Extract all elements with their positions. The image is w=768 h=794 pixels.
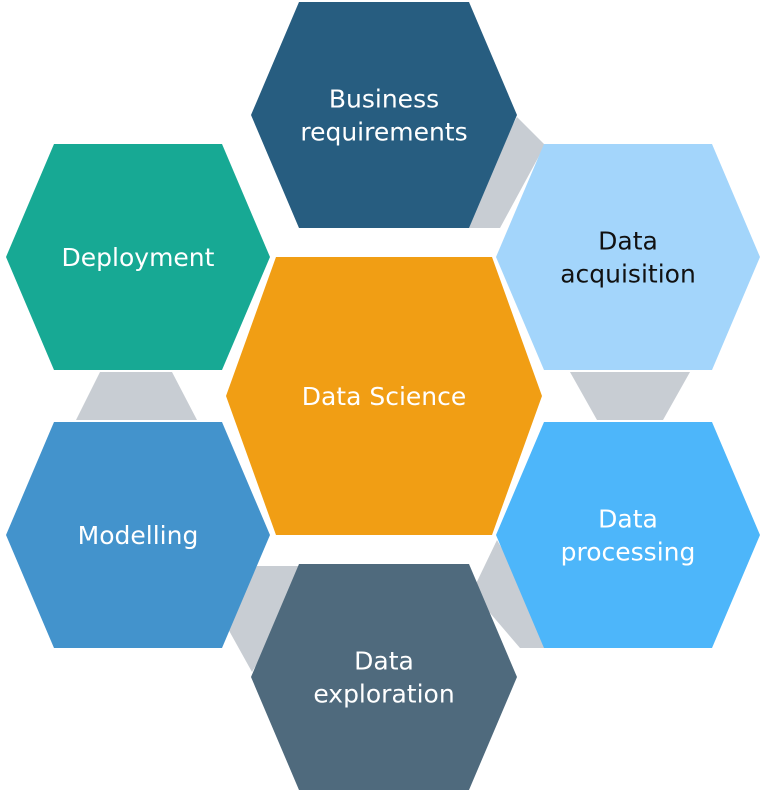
data-acquisition-hexagon: Data acquisition — [496, 144, 760, 370]
modelling-shape — [6, 422, 270, 648]
modelling-hexagon: Modelling — [6, 422, 270, 648]
data-exploration-shape — [251, 564, 517, 790]
connector-2 — [570, 372, 690, 420]
business-requirements-shape — [251, 2, 517, 228]
data-processing-label: processing — [561, 538, 696, 567]
business-requirements-label: requirements — [300, 118, 467, 147]
center-shape — [226, 257, 542, 535]
center-label: Data Science — [302, 382, 467, 411]
data-exploration-label: Data — [354, 647, 414, 676]
data-acquisition-shape — [496, 144, 760, 370]
business-requirements-hexagon: Business requirements — [251, 2, 517, 228]
data-exploration-label: exploration — [313, 680, 454, 709]
data-acquisition-label: Data — [598, 227, 658, 256]
modelling-label: Modelling — [78, 521, 199, 550]
deployment-shape — [6, 144, 270, 370]
deployment-label: Deployment — [62, 243, 215, 272]
data-science-hexagon: Data Science — [226, 257, 542, 535]
data-exploration-hexagon: Data exploration — [251, 564, 517, 790]
data-processing-hexagon: Data processing — [496, 422, 760, 648]
data-processing-label: Data — [598, 505, 658, 534]
connector-5 — [76, 372, 197, 420]
business-requirements-label: Business — [329, 85, 439, 114]
deployment-hexagon: Deployment — [6, 144, 270, 370]
data-acquisition-label: acquisition — [560, 260, 696, 289]
data-processing-shape — [496, 422, 760, 648]
